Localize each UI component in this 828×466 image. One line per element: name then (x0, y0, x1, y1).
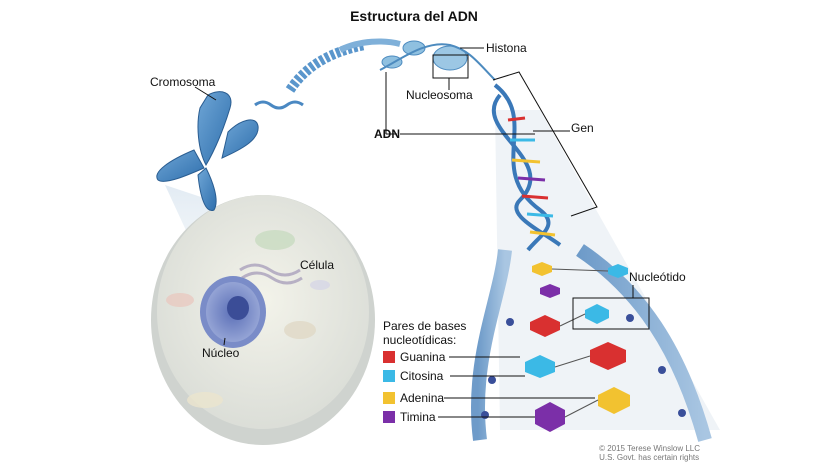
legend-title: Pares de bases nucleotídicas: (383, 319, 466, 347)
guanina-swatch (383, 351, 395, 363)
label-nucleo: Núcleo (202, 346, 240, 360)
label-nucleosoma: Nucleosoma (406, 88, 473, 102)
legend-item-citosina: Citosina (383, 369, 443, 383)
copyright-credit: © 2015 Terese Winslow LLC U.S. Govt. has… (599, 444, 700, 462)
nucleus-illustration (200, 276, 266, 348)
timina-swatch (383, 411, 395, 423)
dna-helix-upper (491, 83, 562, 252)
legend-item-timina: Timina (383, 410, 436, 424)
leader-lines (194, 47, 634, 418)
legend-title-line2: nucleotídicas: (383, 333, 457, 347)
label-gen: Gen (571, 121, 594, 135)
nucleotide-box (572, 297, 650, 330)
dna-helix-lower (470, 244, 712, 442)
legend-item-adenina: Adenina (383, 391, 444, 405)
label-histona: Histona (486, 41, 527, 55)
diagram-title: Estructura del ADN (350, 8, 478, 24)
legend-label-adenina: Adenina (400, 391, 445, 405)
label-adn: ADN (374, 127, 400, 141)
label-cromosoma: Cromosoma (150, 75, 216, 89)
legend-label-guanina: Guanina (400, 350, 446, 364)
legend-label-citosina: Citosina (400, 369, 444, 383)
legend-label-timina: Timina (400, 410, 436, 424)
chromatin-fiber (254, 38, 401, 110)
adenina-swatch (383, 392, 395, 404)
legend-title-line1: Pares de bases (383, 319, 467, 333)
nucleosome-box (432, 54, 469, 79)
gene-bracket (492, 71, 598, 217)
nucleosome-illustration (379, 40, 496, 81)
label-nucleotido: Nucleótido (629, 270, 686, 284)
credit-line2: U.S. Govt. has certain rights (599, 453, 700, 462)
legend-item-guanina: Guanina (383, 350, 445, 364)
label-celula: Célula (300, 258, 335, 272)
chromosome-illustration (156, 91, 259, 211)
credit-line1: © 2015 Terese Winslow LLC (599, 444, 700, 453)
citosina-swatch (383, 370, 395, 382)
